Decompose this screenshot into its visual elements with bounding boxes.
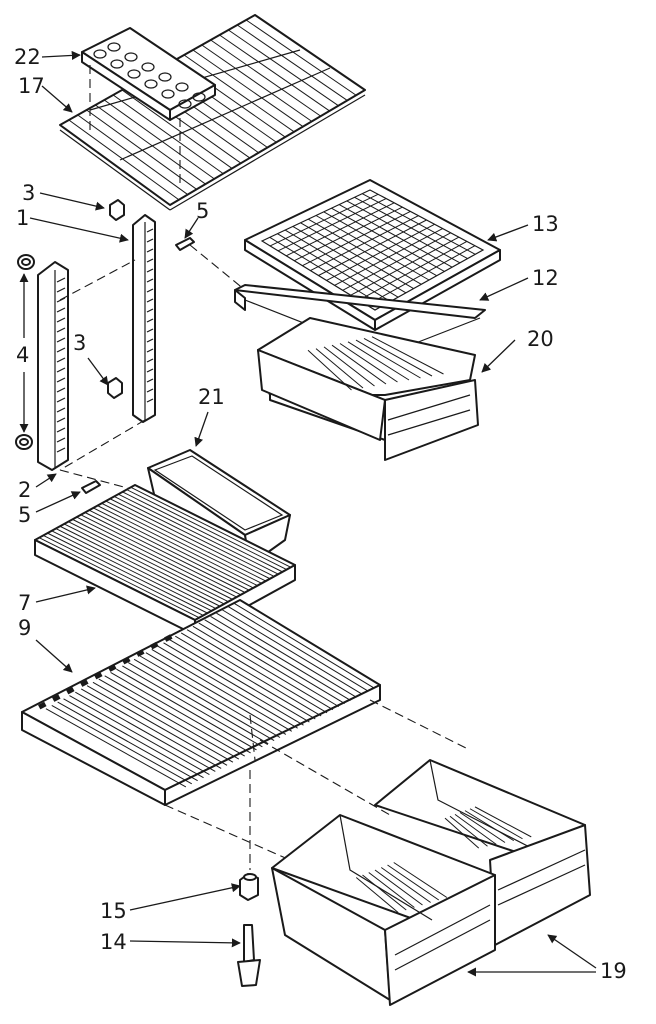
ice-cup: [175, 82, 189, 92]
clip-middle: [107, 377, 123, 399]
vent-slot: [79, 679, 89, 687]
ice-cube-tray: [81, 27, 216, 121]
vent-slot: [94, 671, 103, 680]
label-3-middle: 3: [73, 331, 86, 355]
label-5-top: 5: [196, 199, 209, 223]
end-cap-top: [17, 254, 35, 270]
vent-slot: [65, 686, 75, 695]
label-21: 21: [198, 385, 225, 409]
meat-drawer: [257, 317, 479, 461]
ice-cup: [107, 42, 121, 52]
leader-lines: [19, 50, 597, 977]
crisper-shelf: [21, 599, 381, 806]
vent-slot: [136, 649, 145, 657]
label-20: 20: [527, 327, 554, 351]
vent-slot: [121, 656, 131, 665]
ice-cup: [192, 92, 206, 102]
label-22: 22: [14, 45, 41, 69]
label-5-bottom: 5: [18, 503, 31, 527]
ladder-rail-right: [132, 214, 156, 423]
label-12: 12: [532, 266, 559, 290]
callout-labels: 22 17 3 1 5 13 12 20 4 3 21 2 5 7 9 15 1…: [14, 45, 627, 983]
vent-slot: [164, 634, 173, 642]
clip-top: [109, 199, 125, 221]
ice-cup: [124, 52, 138, 62]
vent-slot: [38, 701, 47, 710]
label-3-top: 3: [22, 181, 35, 205]
label-2: 2: [18, 478, 31, 502]
vent-slot: [107, 664, 117, 672]
label-17: 17: [18, 74, 45, 98]
pin-top: [175, 237, 195, 251]
ice-cup: [110, 59, 124, 69]
label-13: 13: [532, 212, 559, 236]
label-9: 9: [18, 616, 31, 640]
ice-cup: [93, 49, 107, 59]
crisper-drawer-rear: [374, 759, 591, 946]
ice-cup: [178, 99, 192, 109]
end-cap-bottom: [15, 434, 33, 450]
label-4: 4: [16, 343, 29, 367]
ice-cup: [141, 62, 155, 72]
label-15: 15: [100, 899, 127, 923]
label-1: 1: [16, 206, 29, 230]
roller-housing: [239, 873, 259, 901]
ladder-rail-left: [37, 261, 69, 471]
pin-bottom: [81, 480, 101, 494]
ice-cup: [127, 69, 141, 79]
shaft-roller: [237, 924, 261, 987]
label-19: 19: [600, 959, 627, 983]
crisper-drawer-front: [271, 814, 496, 1006]
vent-slot: [149, 641, 159, 650]
label-7: 7: [18, 591, 31, 615]
ice-cup: [161, 89, 175, 99]
ice-cup: [158, 72, 172, 82]
vent-slot: [52, 694, 61, 702]
ice-cup: [144, 79, 158, 89]
label-14: 14: [100, 930, 127, 954]
